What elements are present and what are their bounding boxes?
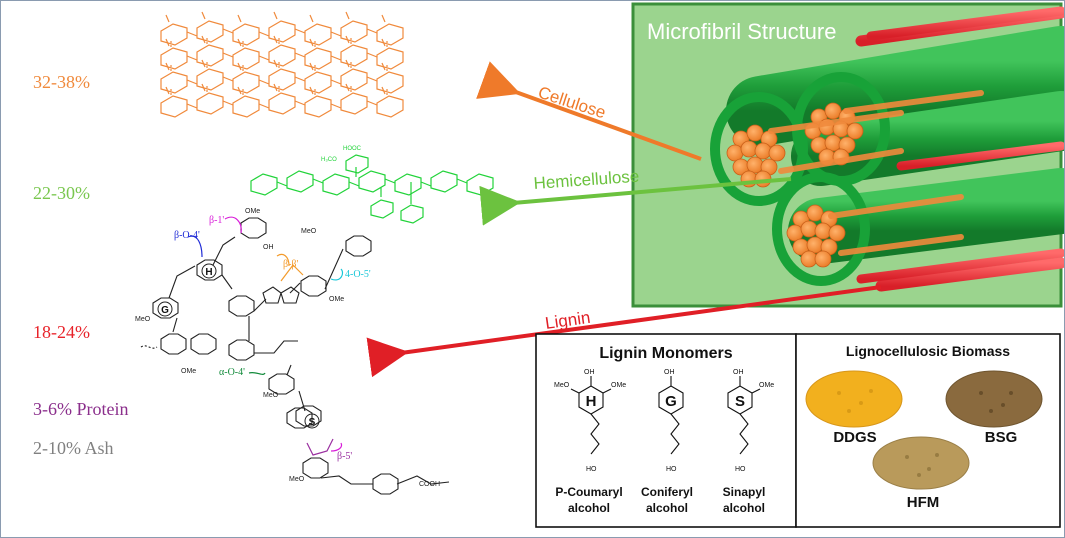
monomer-s-ho: HO (735, 466, 746, 473)
monomer-s-name1: Sinapyl (723, 485, 766, 499)
monomer-h-meo: MeO (554, 382, 570, 389)
lignin-unit-g: G (161, 305, 169, 316)
bsg-label: BSG (985, 429, 1018, 446)
ome-label-2: OMe (181, 368, 196, 375)
microfibril-panel: Microfibril Structure (631, 2, 1064, 308)
cellulose-percent: 32-38% (33, 72, 90, 92)
bond-4-o-5-label: 4-O-5' (345, 269, 371, 280)
cellulose-structure (160, 11, 404, 118)
meo-label-2: MeO (301, 228, 317, 235)
monomer-s-ome: OMe (759, 382, 774, 389)
biomass-title: Lignocellulosic Biomass (846, 343, 1010, 359)
monomer-h-ome: OMe (611, 382, 626, 389)
meo-label-4: MeO (289, 476, 305, 483)
bond-beta-beta-label: β-β' (283, 259, 299, 270)
bond-beta-o-4-label: β-O-4' (174, 230, 200, 241)
meo-label-3: MeO (263, 392, 279, 399)
h3co-label: H₃CO (321, 157, 337, 163)
monomer-g-name1: Coniferyl (641, 485, 693, 499)
hemicellulose-structure (250, 154, 494, 224)
biomass-panel: Lignocellulosic Biomass DDGS BSG HFM (795, 333, 1061, 528)
ddgs-sample (805, 370, 903, 428)
cellulose-arrow-label: Cellulose (536, 83, 608, 123)
ash-percent: 2-10% Ash (33, 438, 114, 458)
hemicellulose-percent: 22-30% (33, 183, 90, 203)
lignin-arrow (366, 285, 882, 378)
lignin-unit-h: H (205, 267, 212, 278)
lignin-percent: 18-24% (33, 322, 90, 342)
monomer-g-letter: G (665, 393, 677, 410)
monomer-h-letter: H (586, 393, 597, 410)
cellulose-arrow (476, 61, 702, 161)
bond-beta-1-label: β-1' (209, 215, 224, 226)
monomers-panel: Lignin Monomers OH MeO OMe HO OH HO OH O… (535, 333, 797, 528)
hemicellulose-arrow-label: Hemicellulose (533, 167, 640, 193)
lignin-structure (140, 217, 450, 495)
hfm-sample (872, 436, 970, 490)
monomer-h-oh: OH (584, 369, 595, 376)
monomer-s-name2: alcohol (723, 501, 765, 515)
ome-label-3: OMe (329, 296, 344, 303)
hfm-label: HFM (907, 494, 940, 511)
bsg-sample (945, 370, 1043, 428)
hooc-label: HOOC (343, 146, 362, 152)
monomer-s-oh: OH (733, 369, 744, 376)
cooh-label: COOH (419, 481, 440, 488)
monomer-h-name2: alcohol (568, 501, 610, 515)
monomers-title: Lignin Monomers (599, 345, 732, 362)
meo-label-1: MeO (135, 316, 151, 323)
microfibril-title: Microfibril Structure (647, 19, 836, 44)
oh-label-1: OH (263, 244, 274, 251)
bond-beta-5-label: β-5' (337, 451, 352, 462)
ddgs-label: DDGS (833, 429, 876, 446)
hemicellulose-arrow (479, 177, 792, 226)
bond-alpha-o-4-label: α-O-4' (219, 367, 245, 378)
protein-percent: 3-6% Protein (33, 399, 129, 419)
ome-label-1: OMe (245, 208, 260, 215)
monomer-g-ho: HO (666, 466, 677, 473)
monomer-g-name2: alcohol (646, 501, 688, 515)
monomer-g-oh: OH (664, 369, 675, 376)
monomer-h-ho: HO (586, 466, 597, 473)
lignin-unit-s: S (309, 417, 316, 428)
monomer-h-name1: P-Coumaryl (555, 485, 622, 499)
monomer-s-letter: S (735, 393, 745, 410)
